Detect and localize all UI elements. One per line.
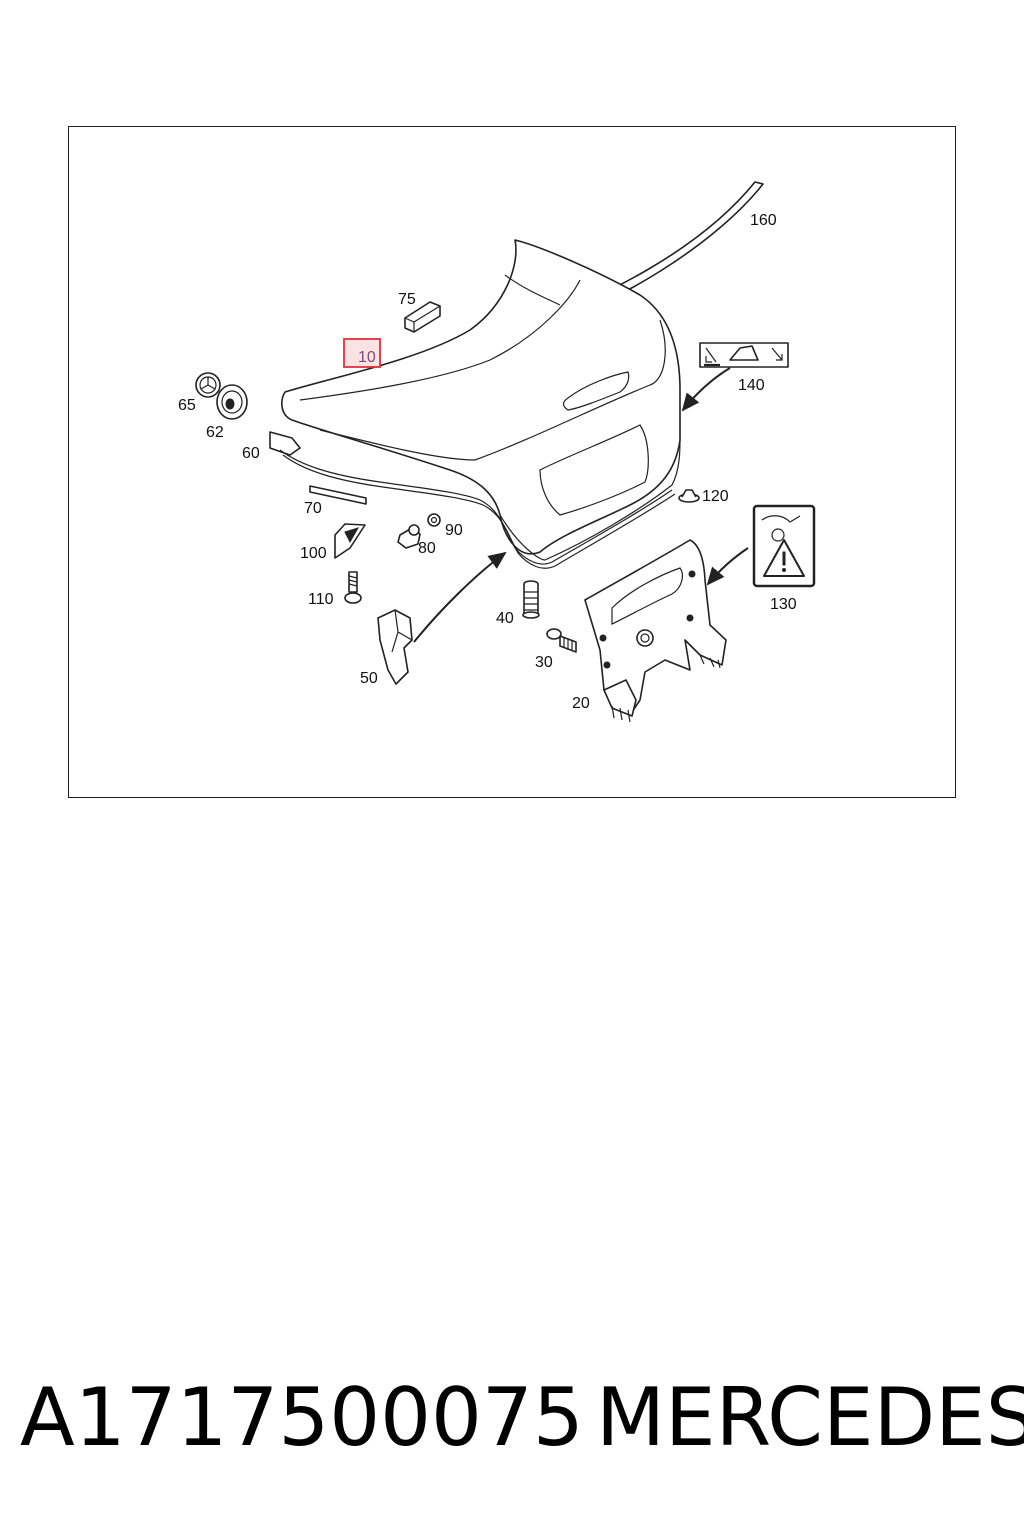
label-80: 80: [418, 540, 436, 557]
part-80-bumper[interactable]: [397, 524, 421, 549]
part-62-mount[interactable]: [216, 384, 248, 420]
label-130: 130: [770, 596, 797, 613]
part-75-block[interactable]: [404, 301, 441, 333]
label-90: 90: [445, 522, 463, 539]
label-62: 62: [206, 424, 224, 441]
footer: A1717500075 MERCEDES: [0, 1368, 1024, 1478]
part-130-warning-label[interactable]: [752, 504, 816, 588]
part-number: A1717500075: [20, 1371, 584, 1464]
part-65-emblem[interactable]: [195, 372, 221, 398]
label-60: 60: [242, 445, 260, 462]
part-140-label[interactable]: [699, 342, 789, 368]
label-75: 75: [398, 291, 416, 308]
label-140: 140: [738, 377, 765, 394]
part-100-wedge[interactable]: [334, 523, 366, 559]
part-30-screw[interactable]: [546, 628, 577, 653]
label-30: 30: [535, 654, 553, 671]
part-50-bracket[interactable]: [377, 609, 413, 685]
part-40-buffer[interactable]: [522, 580, 540, 619]
part-70-strip[interactable]: [309, 485, 367, 505]
label-40: 40: [496, 610, 514, 627]
part-90-washer[interactable]: [427, 513, 441, 527]
part-120-clip[interactable]: [678, 489, 700, 503]
part-110-bolt[interactable]: [344, 571, 362, 604]
label-50: 50: [360, 670, 378, 687]
label-70: 70: [304, 500, 322, 517]
part-20-trim-panel[interactable]: [584, 539, 727, 723]
diagram-frame: [68, 126, 956, 798]
part-10-trunk-lid[interactable]: [281, 239, 681, 561]
label-20: 20: [572, 695, 590, 712]
label-65: 65: [178, 397, 196, 414]
brand-name: MERCEDES: [596, 1371, 1024, 1464]
label-110: 110: [308, 591, 334, 608]
highlight-box: [343, 338, 381, 368]
label-10: 10: [358, 349, 376, 366]
label-120: 120: [702, 488, 729, 505]
label-160: 160: [750, 212, 777, 229]
part-60-lock-cable[interactable]: [269, 431, 676, 569]
label-100: 100: [300, 545, 327, 562]
